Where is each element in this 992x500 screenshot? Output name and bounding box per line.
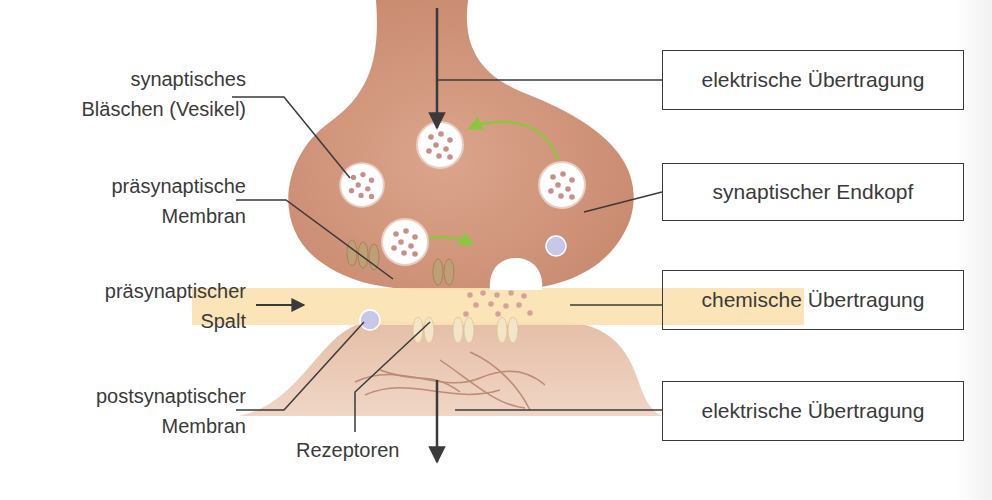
transmitter-dot xyxy=(467,292,473,298)
synaptic-vesicle xyxy=(340,163,384,207)
cell-fibers xyxy=(355,352,545,410)
postsynaptic-cell xyxy=(238,320,662,416)
transmitter-dot xyxy=(473,302,479,308)
leader-line xyxy=(355,322,430,432)
receptor xyxy=(464,317,474,343)
signal-arrow-in xyxy=(436,8,439,128)
channel xyxy=(347,240,357,266)
label-box: synaptischer Endkopf xyxy=(662,163,964,221)
presynaptic-channels xyxy=(347,240,454,285)
transmitter-dot xyxy=(516,302,522,308)
fusing-vesicle xyxy=(490,258,542,290)
leader-line xyxy=(236,200,393,279)
transmitter-dot xyxy=(488,301,494,307)
transmitter-dot xyxy=(494,292,500,298)
fiber xyxy=(380,370,460,392)
label-box: elektrische Übertragung xyxy=(662,50,964,110)
synaptic-vesicle xyxy=(382,219,428,265)
channel xyxy=(444,259,454,285)
transmitter-dot xyxy=(527,310,533,316)
fiber xyxy=(355,371,545,385)
part-label: präsynaptischer Spalt xyxy=(61,276,246,336)
transmitter-dot xyxy=(503,303,509,309)
label-box: chemische Übertragung xyxy=(662,270,964,330)
box-text: elektrische Übertragung xyxy=(702,67,925,93)
part-label: synaptisches Bläschen (Vesikel) xyxy=(61,64,246,124)
transmitter-dot xyxy=(508,290,514,296)
fiber xyxy=(470,352,530,410)
part-label: Rezeptoren xyxy=(296,435,456,465)
part-label: präsynaptische Membran xyxy=(61,171,246,231)
transmitter-dot xyxy=(521,293,527,299)
receptor xyxy=(497,317,507,343)
transmitter-dot xyxy=(463,311,469,317)
leader-line xyxy=(570,304,662,306)
channel xyxy=(369,244,379,270)
leader-line xyxy=(232,97,350,178)
recycling-arrow xyxy=(470,122,558,160)
box-text: chemische Übertragung xyxy=(702,287,925,313)
part-label: postsynaptischer Membran xyxy=(61,381,246,441)
transport-arrow xyxy=(430,237,472,244)
leader-line xyxy=(437,79,662,81)
transmitter-dot xyxy=(495,311,501,317)
presynaptic-terminal xyxy=(288,0,634,290)
enzyme xyxy=(546,236,566,256)
receptor xyxy=(453,317,463,343)
leader-line xyxy=(455,409,662,411)
transmitter-dot xyxy=(480,290,486,296)
enzyme xyxy=(360,310,380,330)
label-box: elektrische Übertragung xyxy=(662,381,964,441)
leader-lines xyxy=(232,80,662,432)
synaptic-vesicle xyxy=(417,122,463,168)
released-transmitters xyxy=(463,290,533,317)
synaptic-vesicle xyxy=(539,162,585,208)
receptor xyxy=(424,317,434,343)
cleft-pointer-arrow xyxy=(256,304,304,306)
box-text: elektrische Übertragung xyxy=(702,398,925,424)
leader-line xyxy=(584,192,662,212)
leader-line xyxy=(236,322,364,410)
receptor xyxy=(508,317,518,343)
signal-arrow-out xyxy=(436,380,439,462)
channel xyxy=(433,259,443,285)
box-text: synaptischer Endkopf xyxy=(713,179,914,205)
postsynaptic-receptors xyxy=(413,317,518,343)
